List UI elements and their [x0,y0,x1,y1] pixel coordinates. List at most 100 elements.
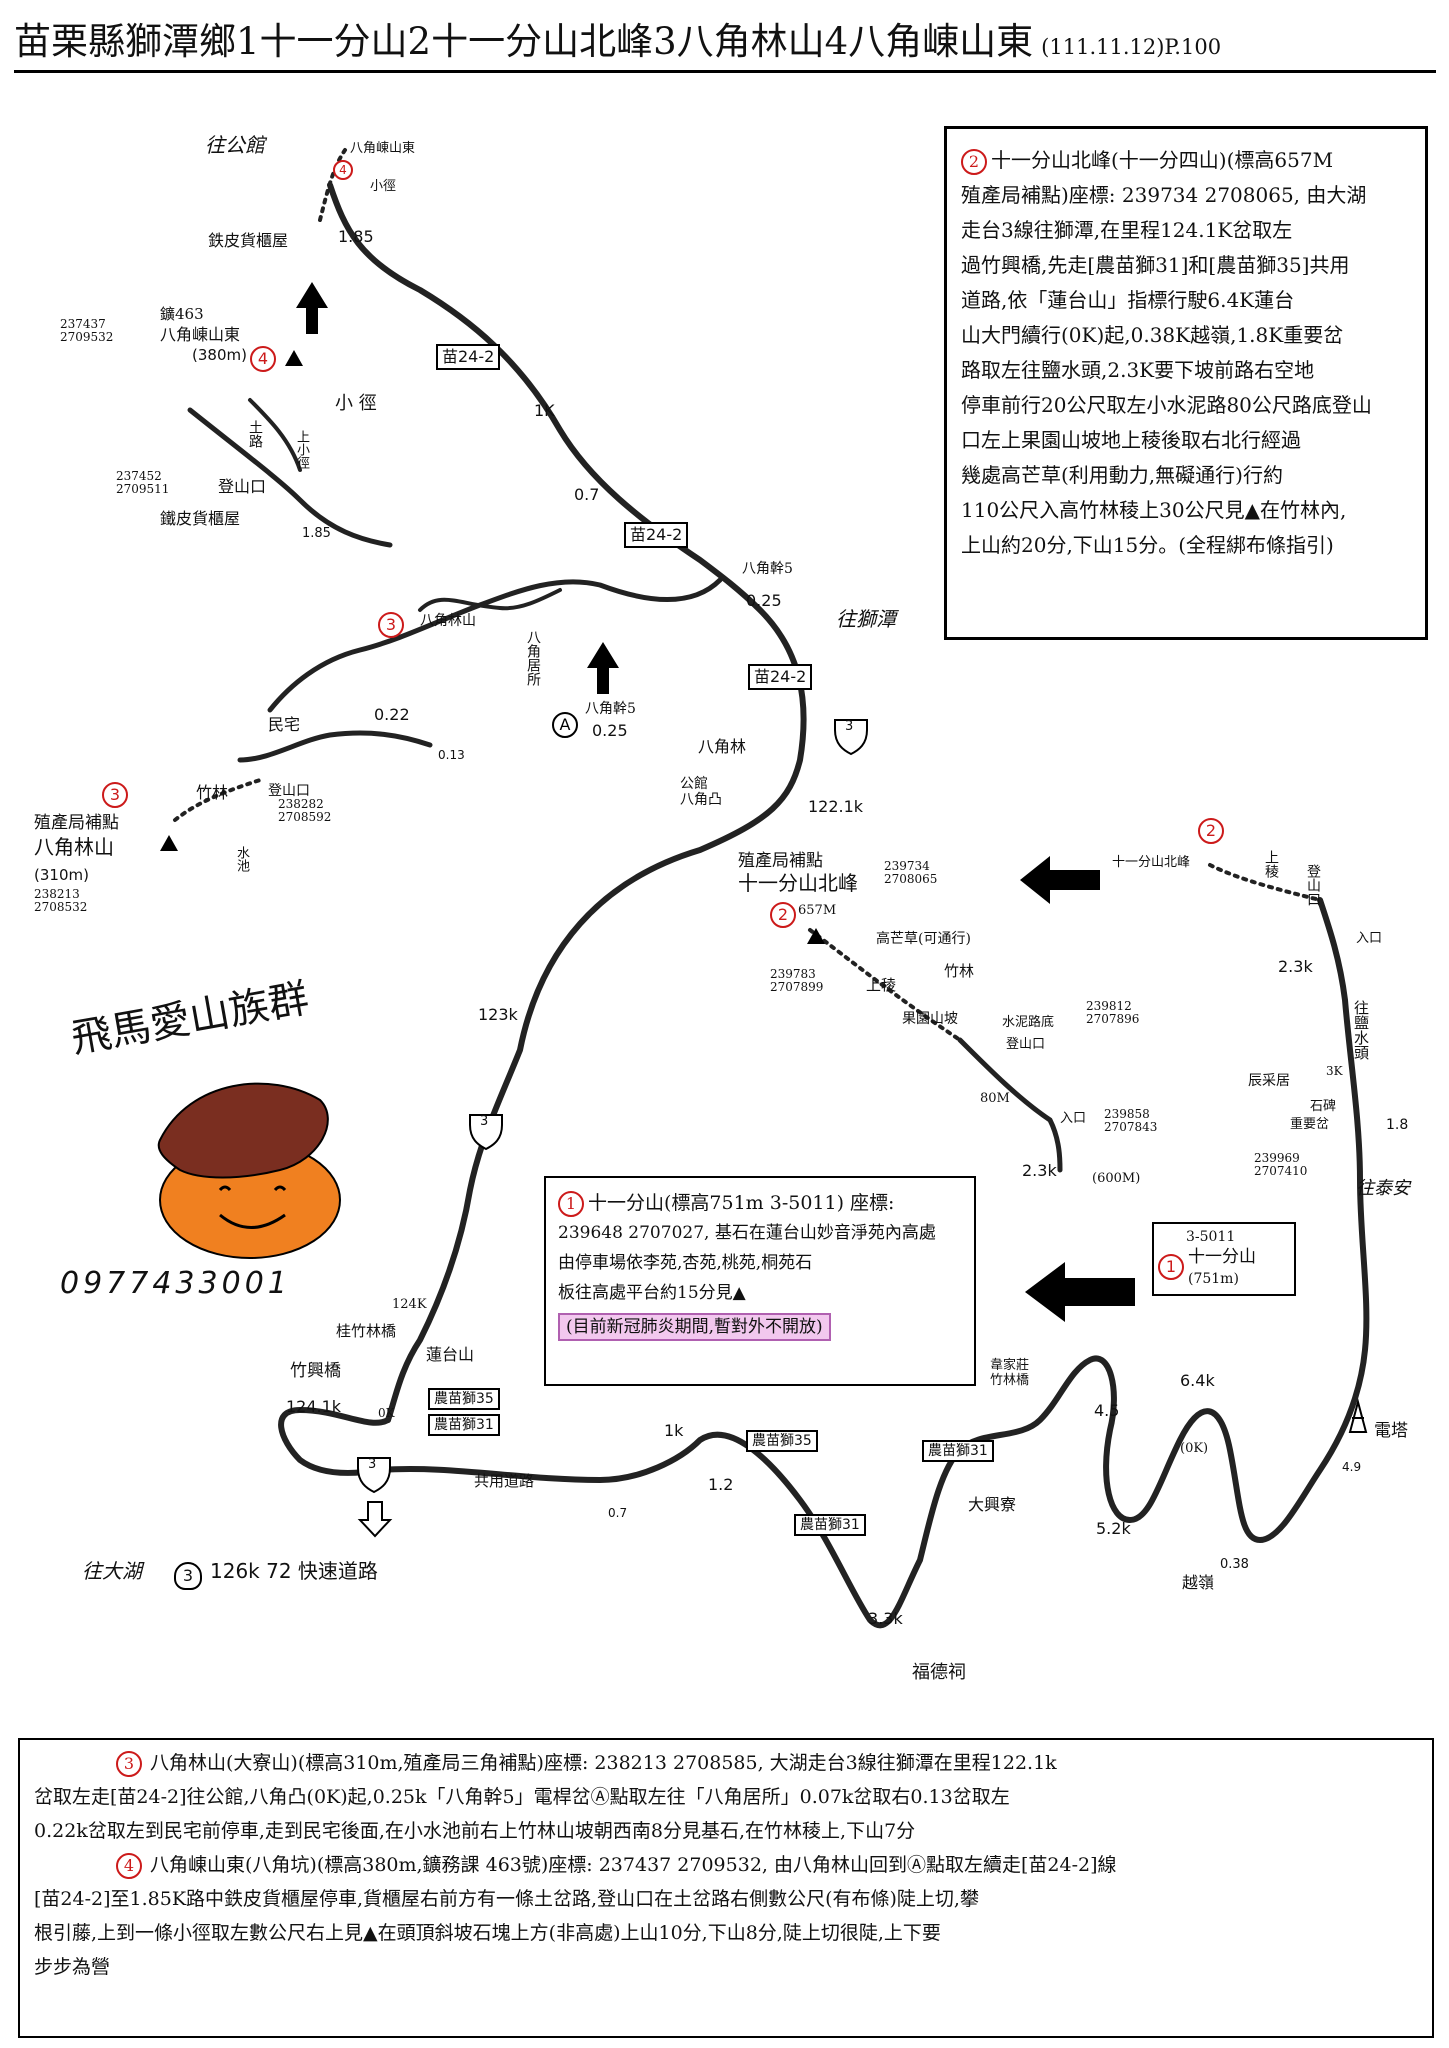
road-label-nongmiao35-a: 農苗獅35 [428,1388,500,1410]
peak4-circle: 4 [250,346,276,372]
road-label-nongmiao31-b: 農苗獅31 [794,1514,866,1536]
label-dist-07b: 0.7 [608,1506,628,1520]
label-to-shitan: 往獅潭 [836,607,896,631]
label-dist-49: 4.9 [1342,1460,1362,1474]
peak2-road [957,1037,1063,1173]
label-entrance-r: 入口 [1356,931,1383,946]
point-a: A [552,712,578,738]
note3-line-2: 0.22k岔取左到民宅前停車,走到民宅後面,在小水池前右上竹林山坡朝西南8分見基… [34,1820,916,1842]
arrow-left-icon-2 [1025,1262,1135,1322]
peak2-circle-right: 2 [1198,818,1224,844]
page-title: 苗栗縣獅潭鄉1十一分山2十一分山北峰3八角林山4八角崠山東(111.11.12)… [14,20,1221,69]
label-climb: 登山口 [1305,864,1321,906]
label-coord-r: 239969 2707410 [1254,1151,1308,1178]
label-up-small-path: 上小徑 [294,430,309,469]
triangle-summit-icon-2 [807,928,825,944]
label-minzhai: 民宅 [268,715,301,734]
label-ok-loop: (0K) [1180,1441,1209,1456]
label-zhuxing: 竹興橋 [290,1361,341,1381]
label-dist-185: 1.85 [302,526,331,541]
label-km52: 5.2k [1096,1519,1131,1538]
label-dist-80m: 80M [980,1091,1010,1106]
note2-line-11: 上山約20分,下山15分。(全程綁布條指引) [961,533,1334,557]
label-peak4-main: 八角崠山東 [160,325,241,344]
label-gongguan-bajiao: 公館 八角凸 [680,776,722,808]
peak3-trail [173,778,262,822]
road-label-242-a: 苗24-2 [436,344,501,370]
label-weijiazhuang: 韋家莊 竹林橋 [990,1358,1030,1388]
label-zhongyao: 重要岔 [1290,1117,1330,1132]
road3-shield-a [834,719,868,756]
peak1-circle-small: 1 [1158,1254,1184,1280]
label-dist-025: 0.25 [592,721,628,740]
label-km33: 3.3k [868,1609,903,1628]
label-cement-road: 水泥路底 [1002,1015,1055,1030]
label-dist-07: 0.7 [574,485,600,504]
label-entrance: 入口 [1060,1111,1087,1126]
label-peak1-elev: (751m) [1188,1271,1239,1287]
peak1-label-box: 3-5011 1 十一分山 (751m) [1152,1222,1296,1296]
label-peak1-name: 十一分山 [1188,1247,1256,1267]
label-dahu-km: 126k 72 快速道路 [210,1559,378,1583]
label-daxingliao: 大興寮 [968,1495,1017,1514]
note1-line-2: 板往高處平台約15分見▲ [558,1283,746,1303]
label-peak3-elev: (310m) [34,866,89,884]
title-code: (111.11.12)P.100 [1041,35,1222,59]
note4-num: 4 [116,1853,142,1879]
tower-icon [1348,1398,1368,1433]
label-bajiao-gan5-b: 八角幹5 [585,701,636,717]
triangle-summit-icon-4 [285,350,303,366]
label-trailhead: 登山口 [218,477,267,496]
road3-num-c: 3 [368,1457,377,1472]
road3-num-b: 3 [480,1114,489,1129]
label-bajiao-house: 八角居所 [525,630,541,686]
label-dist-185-top: 1.85 [338,227,374,246]
note4-line-3: 步步為營 [34,1956,111,1978]
label-trailhead3: 登山口 [268,783,310,799]
label-bamboo2: 竹林 [944,962,975,980]
label-ridge-top: 上稜 [1263,850,1279,878]
label-peak2-main: 十一分山北峰 [738,871,858,895]
note1-num: 1 [558,1191,584,1217]
label-pond: 水池 [234,846,249,872]
label-dist-025-top: 0.25 [746,591,782,610]
label-mine-463: 鑛463 [160,305,204,323]
label-coord2-b: 239783 2707899 [770,967,824,994]
peak3-circle: 3 [102,782,128,808]
road-label-nongmiao31-c: 農苗獅31 [922,1440,994,1462]
label-peak2-elev: 657M [798,903,837,918]
label-upper-road: 土路 [247,420,263,448]
title-underline [14,70,1436,73]
label-tower: 電塔 [1374,1421,1408,1441]
label-yueling: 越嶺 [1182,1573,1215,1592]
label-peak2-top: 十一分山北峰 [1112,855,1191,870]
trail-peak2-ne [1208,863,1322,902]
label-agency2: 殖產局補點 [738,851,823,871]
label-km23-a: 2.3k [1022,1161,1057,1180]
label-bajiaolin: 八角林 [698,737,747,756]
label-iron-shop: 鐵皮貨櫃屋 [160,509,241,528]
label-km600m: (600M) [1092,1171,1141,1186]
label-trailhead2: 登山口 [1006,1037,1046,1052]
road3-shield-b [469,1114,503,1151]
road-label-242-b: 苗24-2 [624,522,689,548]
label-bajiao-gan5: 八角幹5 [742,561,793,577]
road-miao24-2 [327,182,807,1423]
label-km45: 4.5 [1094,1401,1120,1420]
note1-line-1: 由停車場依李苑,杏苑,桃苑,桐苑石 [558,1253,813,1273]
label-small-path: 小 徑 [335,393,377,414]
label-dist-038: 0.38 [1220,1557,1249,1572]
label-km1241: 124.1k [286,1397,342,1416]
label-guizhu: 桂竹林橋 [336,1322,397,1340]
label-coord-trailhead: 237452 2709511 [116,469,170,496]
note2-line-5: 山大門續行(0K)起,0.38K越嶺,1.8K重要岔 [961,323,1344,347]
label-peak1-code: 3-5011 [1186,1229,1236,1245]
label-liantai: 蓮台山 [426,1345,475,1364]
peak2-circle: 2 [770,902,796,928]
road-nongmiao [377,897,1370,1629]
